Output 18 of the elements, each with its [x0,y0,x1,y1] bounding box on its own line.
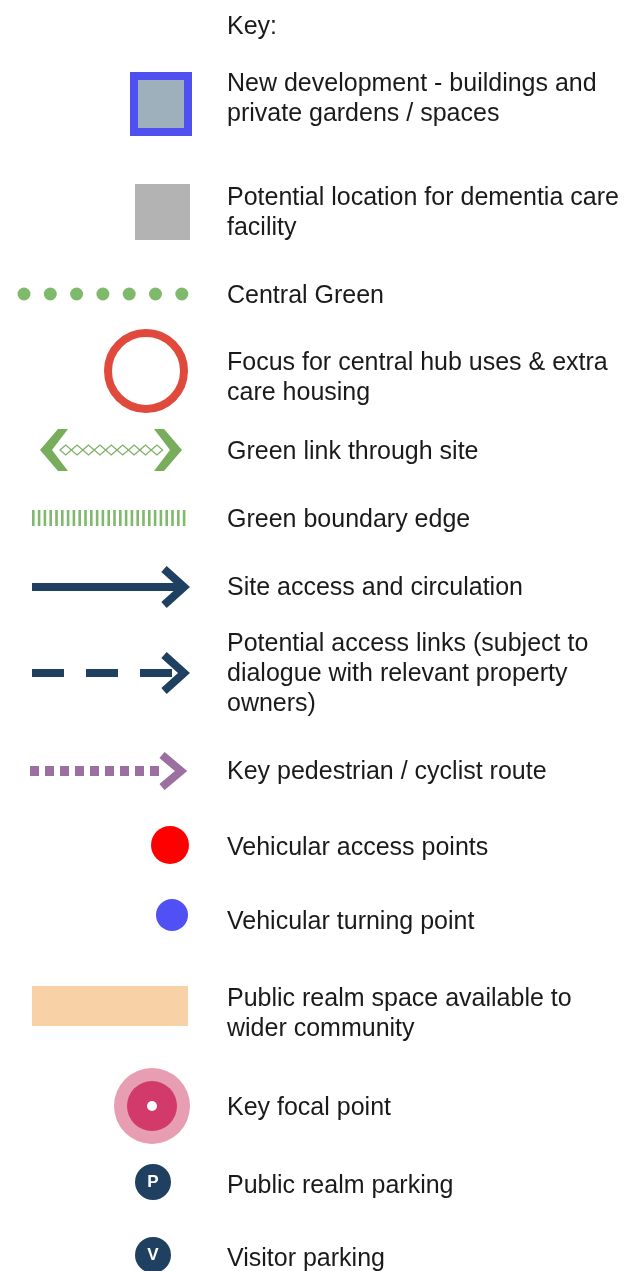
legend-text: Key focal point [227,1091,392,1121]
legend-text: Vehicular access points [227,831,490,861]
legend-text: Public realm space available to wider community [227,982,573,1042]
parking-marker: P [135,1164,171,1200]
legend-text: Focus for central hub uses & extra care housing [227,346,609,406]
legend-text: Vehicular turning point [227,905,476,935]
parking-marker: V [135,1237,171,1271]
key-title: Key: [227,10,279,40]
legend-text: Site access and circulation [227,571,524,601]
legend-text: Visitor parking [227,1242,386,1271]
legend-text: New development - buildings and private gardens / spaces [227,67,598,127]
legend-text: Central Green [227,279,386,309]
legend-text: Green boundary edge [227,503,472,533]
legend-text: Key pedestrian / cyclist route [227,755,548,785]
legend-text: Potential location for dementia care facility [227,181,620,241]
legend-text: Green link through site [227,435,480,465]
legend-text: Public realm parking [227,1169,455,1199]
legend-text: Potential access links (subject to dialogue with relevant property owners) [227,627,590,717]
